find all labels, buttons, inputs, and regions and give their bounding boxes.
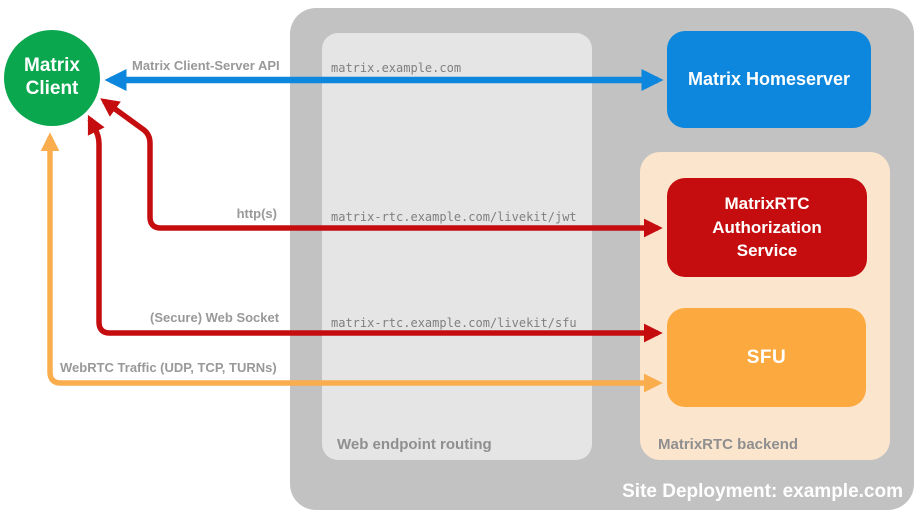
- label-client-server-api: Matrix Client-Server API: [132, 58, 280, 73]
- web-endpoint-routing-caption: Web endpoint routing: [337, 436, 492, 453]
- matrix-homeserver-node: Matrix Homeserver: [667, 31, 871, 128]
- matrixrtc-auth-service-label: MatrixRTC Authorization Service: [712, 193, 822, 261]
- matrixrtc-backend-caption: MatrixRTC backend: [658, 436, 799, 453]
- endpoint-homeserver-url: matrix.example.com: [331, 61, 462, 75]
- label-websocket: (Secure) Web Socket: [150, 310, 280, 325]
- site-deployment-title: Site Deployment: example.com: [622, 481, 903, 502]
- label-webrtc: WebRTC Traffic (UDP, TCP, TURNs): [60, 360, 277, 375]
- sfu-label: SFU: [746, 346, 787, 368]
- label-https: http(s): [236, 206, 277, 221]
- endpoint-sfu-url: matrix-rtc.example.com/livekit/sfu: [331, 316, 577, 330]
- web-endpoint-routing-box: [322, 33, 592, 460]
- matrix-homeserver-label: Matrix Homeserver: [687, 69, 851, 89]
- matrixrtc-auth-service-node: MatrixRTC Authorization Service: [667, 178, 867, 277]
- matrix-client-node: Matrix Client: [4, 30, 100, 126]
- matrix-client-label: Matrix Client: [24, 55, 80, 99]
- sfu-node: SFU: [667, 308, 866, 407]
- endpoint-jwt-url: matrix-rtc.example.com/livekit/jwt: [331, 210, 577, 224]
